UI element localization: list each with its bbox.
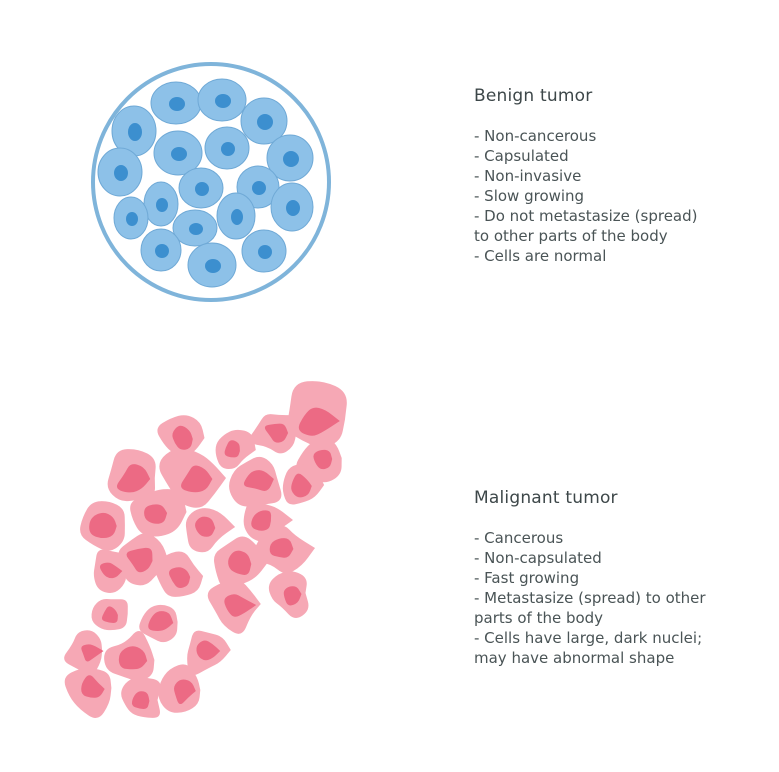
benign-nucleus [128,123,142,141]
malignant-point: may have abnormal shape [474,649,675,667]
malignant-points: - Cancerous - Non-capsulated - Fast growin… [474,528,764,668]
malignant-nucleus [118,646,148,670]
malignant-nucleus [224,594,257,617]
benign-nucleus [252,181,266,195]
malignant-point: - Cells have large, dark nuclei; [474,629,703,647]
benign-nucleus [215,94,231,108]
benign-point: - Cells are normal [474,247,607,265]
malignant-nucleus [101,606,118,623]
benign-tumor-illustration [91,62,331,302]
malignant-nucleus [283,586,302,606]
malignant-point: - Fast growing [474,569,580,587]
benign-nucleus [258,245,272,259]
benign-point: to other parts of the body [474,227,668,245]
benign-nucleus [283,151,299,167]
benign-nucleus [195,182,209,196]
malignant-nucleus [169,567,191,588]
malignant-title: Malignant tumor [474,488,618,508]
malignant-nucleus [81,644,104,662]
benign-nucleus [205,259,221,273]
malignant-nucleus [148,611,174,631]
malignant-nucleus [291,473,312,498]
malignant-nucleus [131,691,150,710]
malignant-nucleus [298,407,340,436]
malignant-point: parts of the body [474,609,604,627]
benign-nucleus [126,212,138,226]
benign-nucleus [189,223,203,235]
malignant-point: - Non-capsulated [474,549,602,567]
benign-nucleus [231,209,243,225]
malignant-nucleus [144,504,168,524]
benign-nucleus [169,97,185,111]
benign-point: - Slow growing [474,187,585,205]
benign-capsule [91,62,331,302]
benign-point: - Non-cancerous [474,127,597,145]
benign-nucleus [156,198,168,212]
malignant-nucleus [81,675,105,698]
malignant-description: Malignant tumor - Cancerous - Non-capsula… [474,488,764,668]
benign-nucleus [155,244,169,258]
malignant-nucleus [269,538,294,558]
benign-points: - Non-cancerous - Capsulated - Non-invasiv… [474,126,764,266]
malignant-nucleus [313,449,333,470]
malignant-nucleus [174,679,196,705]
malignant-nucleus [264,423,289,443]
malignant-nucleus [89,512,117,539]
benign-point: - Do not metastasize (spread) [474,207,698,225]
malignant-nucleus [126,547,153,573]
malignant-nucleus [243,470,274,491]
malignant-nucleus [99,562,123,579]
benign-description: Benign tumor - Non-cancerous - Capsulated… [474,86,764,266]
benign-nucleus [257,114,273,130]
benign-nucleus [114,165,128,181]
benign-title: Benign tumor [474,86,593,106]
malignant-nucleus [251,510,272,531]
malignant-nucleus [196,640,221,661]
malignant-nucleus [172,425,193,450]
malignant-point: - Cancerous [474,529,564,547]
malignant-nucleus [181,465,213,493]
malignant-nucleus [116,464,151,493]
malignant-nucleus [228,550,252,575]
malignant-point: - Metastasize (spread) to other [474,589,706,607]
malignant-nucleus [224,440,240,458]
malignant-nucleus [195,516,216,537]
benign-point: - Capsulated [474,147,569,165]
benign-point: - Non-invasive [474,167,582,185]
benign-nucleus [286,200,300,216]
benign-nucleus [221,142,235,156]
malignant-tumor-illustration [64,381,347,719]
benign-nucleus [171,147,187,161]
